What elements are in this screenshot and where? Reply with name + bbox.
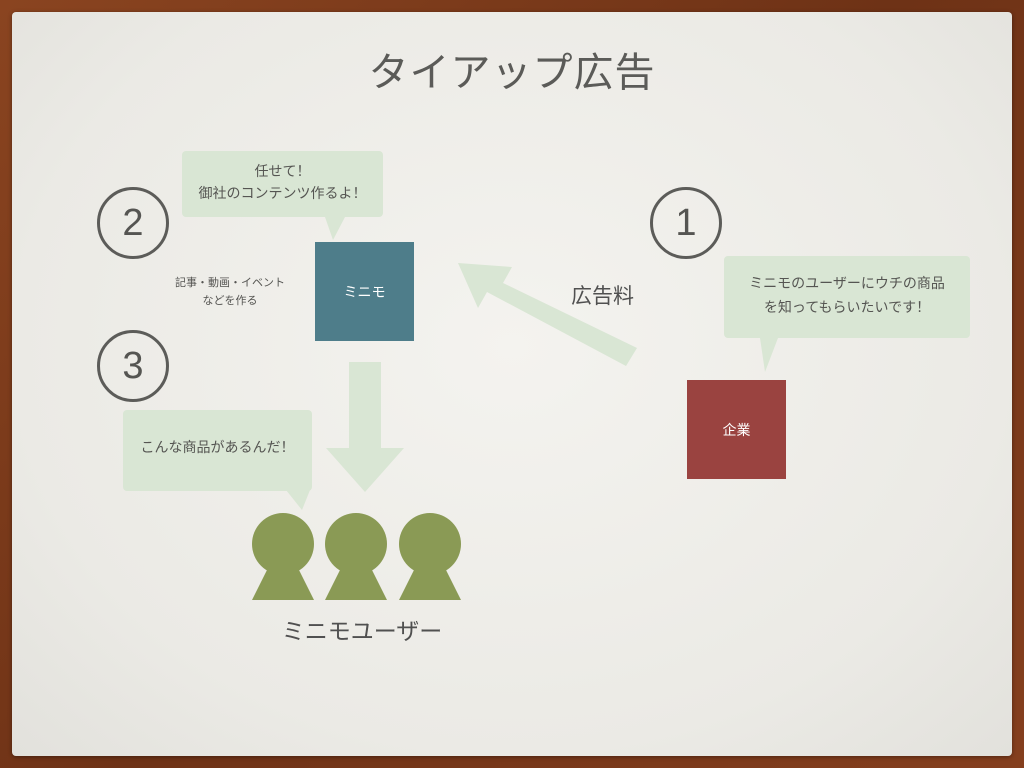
users-label: ミニモユーザー <box>281 619 443 645</box>
user-figure <box>399 513 461 600</box>
step-2-circle: 2 <box>97 187 169 259</box>
minimo-speech-line: 御社のコンテンツ作るよ！ <box>198 186 367 202</box>
minimo-bubble-tail <box>325 217 345 240</box>
content-note-line: などを作る <box>202 294 258 307</box>
company-box: 企業 <box>687 380 786 479</box>
step-1-number: 1 <box>675 201 697 244</box>
user-speech-line: こんな商品があるんだ！ <box>140 440 295 456</box>
step-3-circle: 3 <box>97 330 169 402</box>
company-speech-line: を知ってもらいたいです！ <box>763 300 931 316</box>
content-note-line: 記事・動画・イベント <box>175 276 285 289</box>
slide <box>12 12 1012 756</box>
user-figure <box>252 513 314 600</box>
page-title: タイアップ広告 <box>368 50 656 96</box>
content-arrow <box>326 362 404 492</box>
minimo-speech-bubble: 任せて！ 御社のコンテンツ作るよ！ <box>182 151 383 217</box>
company-speech-line: ミニモのユーザーにウチの商品 <box>749 276 945 292</box>
payment-arrow <box>458 263 637 366</box>
user-speech-bubble: こんな商品があるんだ！ <box>123 410 312 491</box>
minimo-box: ミニモ <box>315 242 414 341</box>
step-3-number: 3 <box>122 344 144 387</box>
minimo-box-label: ミニモ <box>343 284 386 301</box>
company-speech-bubble: ミニモのユーザーにウチの商品 を知ってもらいたいです！ <box>724 256 970 338</box>
step-2-number: 2 <box>122 201 144 244</box>
user-bubble-tail <box>286 490 310 510</box>
minimo-speech-line: 任せて！ <box>254 164 311 180</box>
company-bubble-tail <box>760 338 778 372</box>
company-box-label: 企業 <box>722 422 751 439</box>
content-note: 記事・動画・イベント などを作る <box>165 274 295 310</box>
payment-label: 広告料 <box>571 284 634 308</box>
user-figure <box>325 513 387 600</box>
step-1-circle: 1 <box>650 187 722 259</box>
